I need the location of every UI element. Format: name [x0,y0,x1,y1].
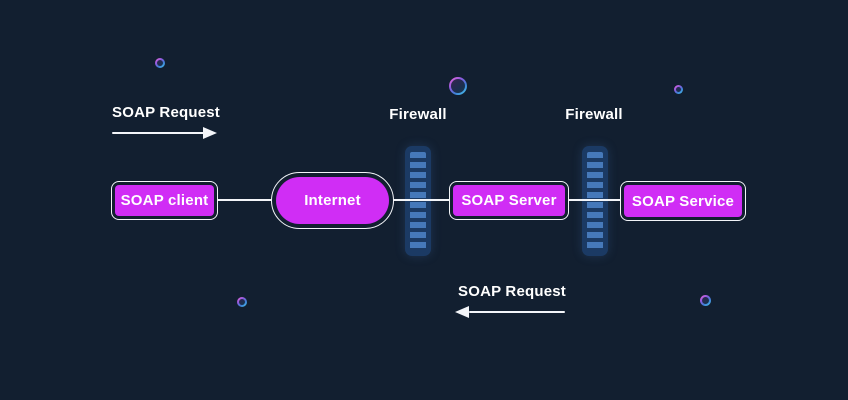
node-soap-server: SOAP Server [449,181,569,220]
flow-label-bottom: SOAP Request [458,283,566,300]
connector-line [568,199,621,201]
flow-label-top: SOAP Request [112,104,220,121]
node-fill: Internet [276,177,389,224]
arrow-right-icon [203,127,217,139]
firewall-icon [582,146,608,256]
connector-line [218,199,272,201]
arrow-left-icon [469,311,565,313]
firewall-label-right: Firewall [565,106,623,123]
soap-bubble-icon [674,85,683,94]
connector-line [393,199,450,201]
node-soap-service: SOAP Service [620,181,746,221]
node-internet: Internet [271,172,394,229]
node-label: Internet [304,192,361,209]
node-soap-client: SOAP client [111,181,218,220]
firewall-bricks [410,152,426,250]
node-fill: SOAP Server [453,185,565,216]
soap-bubble-icon [155,58,165,68]
node-fill: SOAP Service [624,185,742,217]
soap-bubble-icon [449,77,467,95]
node-label: SOAP Service [631,192,735,210]
arrow-left-icon [455,306,469,318]
soap-bubble-icon [237,297,247,307]
firewall-bricks [587,152,603,250]
node-label: SOAP client [120,192,209,209]
firewall-icon [405,146,431,256]
node-fill: SOAP client [115,185,214,216]
firewall-label-left: Firewall [389,106,447,123]
node-label: SOAP Server [461,192,557,209]
soap-bubble-icon [700,295,711,306]
arrow-right-icon [112,132,204,134]
